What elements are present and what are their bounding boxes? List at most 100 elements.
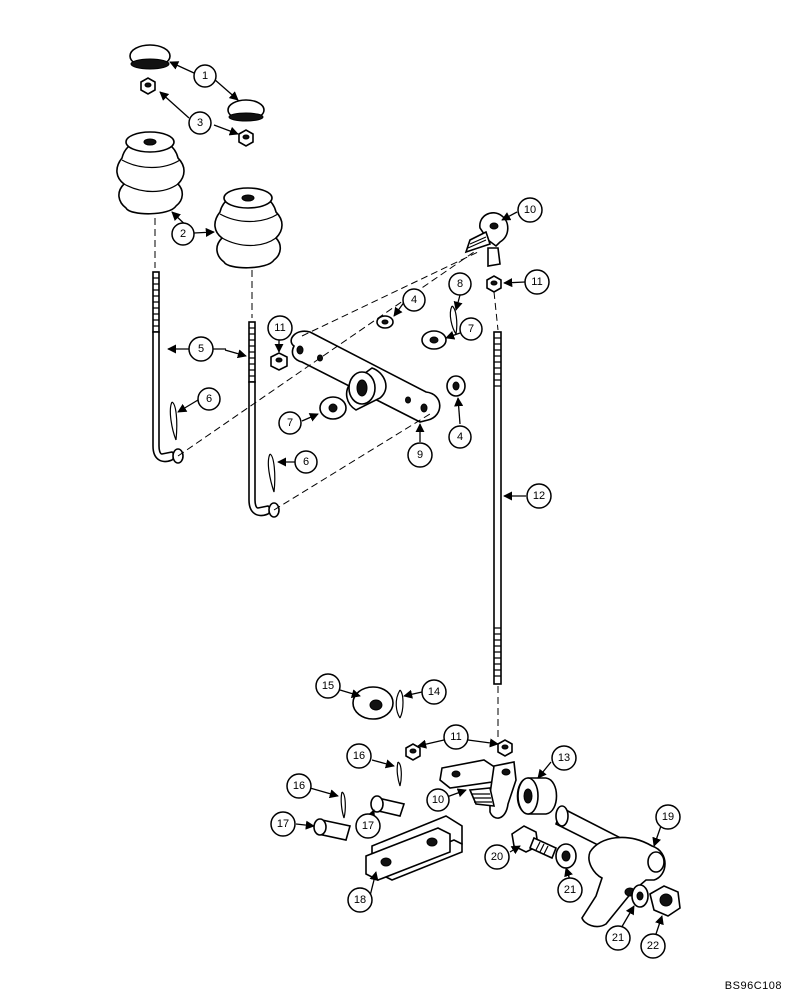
svg-text:8: 8 (457, 278, 463, 290)
svg-text:20: 20 (491, 851, 503, 863)
svg-text:19: 19 (662, 811, 674, 823)
washer-4-top (376, 315, 394, 329)
svg-text:11: 11 (450, 731, 461, 743)
callout-22: 22 (640, 933, 666, 959)
svg-text:4: 4 (411, 294, 417, 306)
callout-13: 13 (551, 745, 577, 771)
cap-left (129, 44, 171, 70)
svg-text:18: 18 (354, 894, 366, 906)
ball-joint-10-top (464, 212, 509, 267)
cotter-pin-16b (340, 791, 346, 819)
nut-11-mid (270, 352, 288, 371)
callout-16-upper: 16 (346, 743, 372, 769)
callout-1: 1 (193, 64, 217, 88)
svg-text:22: 22 (647, 940, 659, 952)
svg-text:21: 21 (612, 932, 624, 944)
link-plates-18 (365, 815, 463, 881)
callout-17-upper: 17 (355, 813, 381, 839)
callout-14: 14 (421, 679, 447, 705)
hook-bolt-left (152, 218, 184, 464)
lever-arm-19 (581, 836, 666, 928)
pin-17-upper (370, 795, 406, 817)
nut-upper-right (238, 129, 254, 147)
callout-12: 12 (526, 483, 552, 509)
nut-upper-left (140, 77, 156, 95)
callout-4-top: 4 (402, 288, 426, 312)
washer-21-left (555, 843, 577, 869)
svg-text:10: 10 (524, 204, 536, 216)
bushing-13 (516, 777, 558, 815)
washer-21-right (631, 884, 649, 908)
callout-19: 19 (655, 804, 681, 830)
callout-11-top: 11 (524, 269, 550, 295)
callout-3: 3 (188, 111, 212, 135)
nut-22 (649, 885, 681, 917)
nut-11-lower-left (405, 743, 421, 761)
nut-11-lower-right (497, 739, 513, 757)
svg-text:13: 13 (558, 752, 570, 764)
svg-text:3: 3 (197, 117, 203, 129)
callout-21-right: 21 (605, 925, 631, 951)
callout-10-bottom: 10 (426, 788, 450, 812)
cotter-pin-6b (267, 453, 276, 493)
svg-text:2: 2 (180, 228, 186, 240)
callout-8: 8 (448, 272, 472, 296)
svg-text:11: 11 (531, 276, 542, 288)
cotter-pin-8 (449, 305, 458, 335)
callout-6-right: 6 (294, 450, 318, 474)
nut-11-upper (486, 275, 502, 293)
svg-text:11: 11 (274, 322, 285, 334)
svg-text:16: 16 (353, 750, 365, 762)
callout-20: 20 (484, 844, 510, 870)
hook-bolt-right (248, 270, 280, 518)
svg-text:7: 7 (468, 323, 474, 335)
svg-text:15: 15 (322, 680, 334, 692)
cap-right (227, 99, 265, 122)
washer-15 (352, 686, 394, 720)
rubber-mount-left (116, 131, 185, 215)
lever-plate-9 (290, 330, 441, 423)
cotter-pin-6a (169, 401, 178, 441)
callout-17-lower: 17 (270, 811, 296, 837)
svg-text:10: 10 (432, 794, 444, 806)
callout-18: 18 (347, 887, 373, 913)
callout-5: 5 (188, 336, 214, 362)
pin-17-lower (313, 818, 352, 841)
callout-11-bottom: 11 (443, 724, 469, 750)
callout-21-left: 21 (557, 877, 583, 903)
callout-10-top: 10 (517, 197, 543, 223)
washer-7-bottom (319, 396, 347, 420)
svg-text:21: 21 (564, 884, 576, 896)
callout-11-mid: 11 (267, 315, 293, 341)
ball-joint-10-bottom (468, 761, 517, 819)
bolt-20 (511, 825, 558, 860)
svg-text:6: 6 (206, 393, 212, 405)
svg-text:17: 17 (277, 818, 289, 830)
cotter-pin-16a (396, 761, 402, 787)
svg-text:4: 4 (457, 431, 463, 443)
callout-15: 15 (315, 673, 341, 699)
assembly-line-b (273, 413, 431, 511)
svg-text:5: 5 (198, 343, 204, 355)
svg-text:9: 9 (417, 449, 423, 461)
washer-4-bottom (446, 375, 466, 397)
svg-text:6: 6 (303, 456, 309, 468)
callout-7-bottom: 7 (278, 411, 302, 435)
rod-centerline-top (493, 291, 499, 331)
cotter-pin-14 (395, 689, 404, 719)
svg-text:14: 14 (428, 686, 440, 698)
callout-2: 2 (171, 222, 195, 246)
svg-text:12: 12 (533, 490, 545, 502)
svg-text:1: 1 (202, 70, 208, 82)
rubber-mount-right (214, 187, 283, 269)
assembly-line-a (177, 251, 475, 457)
svg-text:7: 7 (287, 417, 293, 429)
callout-6-left: 6 (197, 387, 221, 411)
svg-text:17: 17 (362, 820, 374, 832)
callout-16-lower: 16 (286, 773, 312, 799)
pivot-bracket (439, 759, 497, 789)
callout-9: 9 (407, 442, 433, 468)
callout-4-bottom: 4 (448, 425, 472, 449)
callout-7-top: 7 (459, 317, 483, 341)
